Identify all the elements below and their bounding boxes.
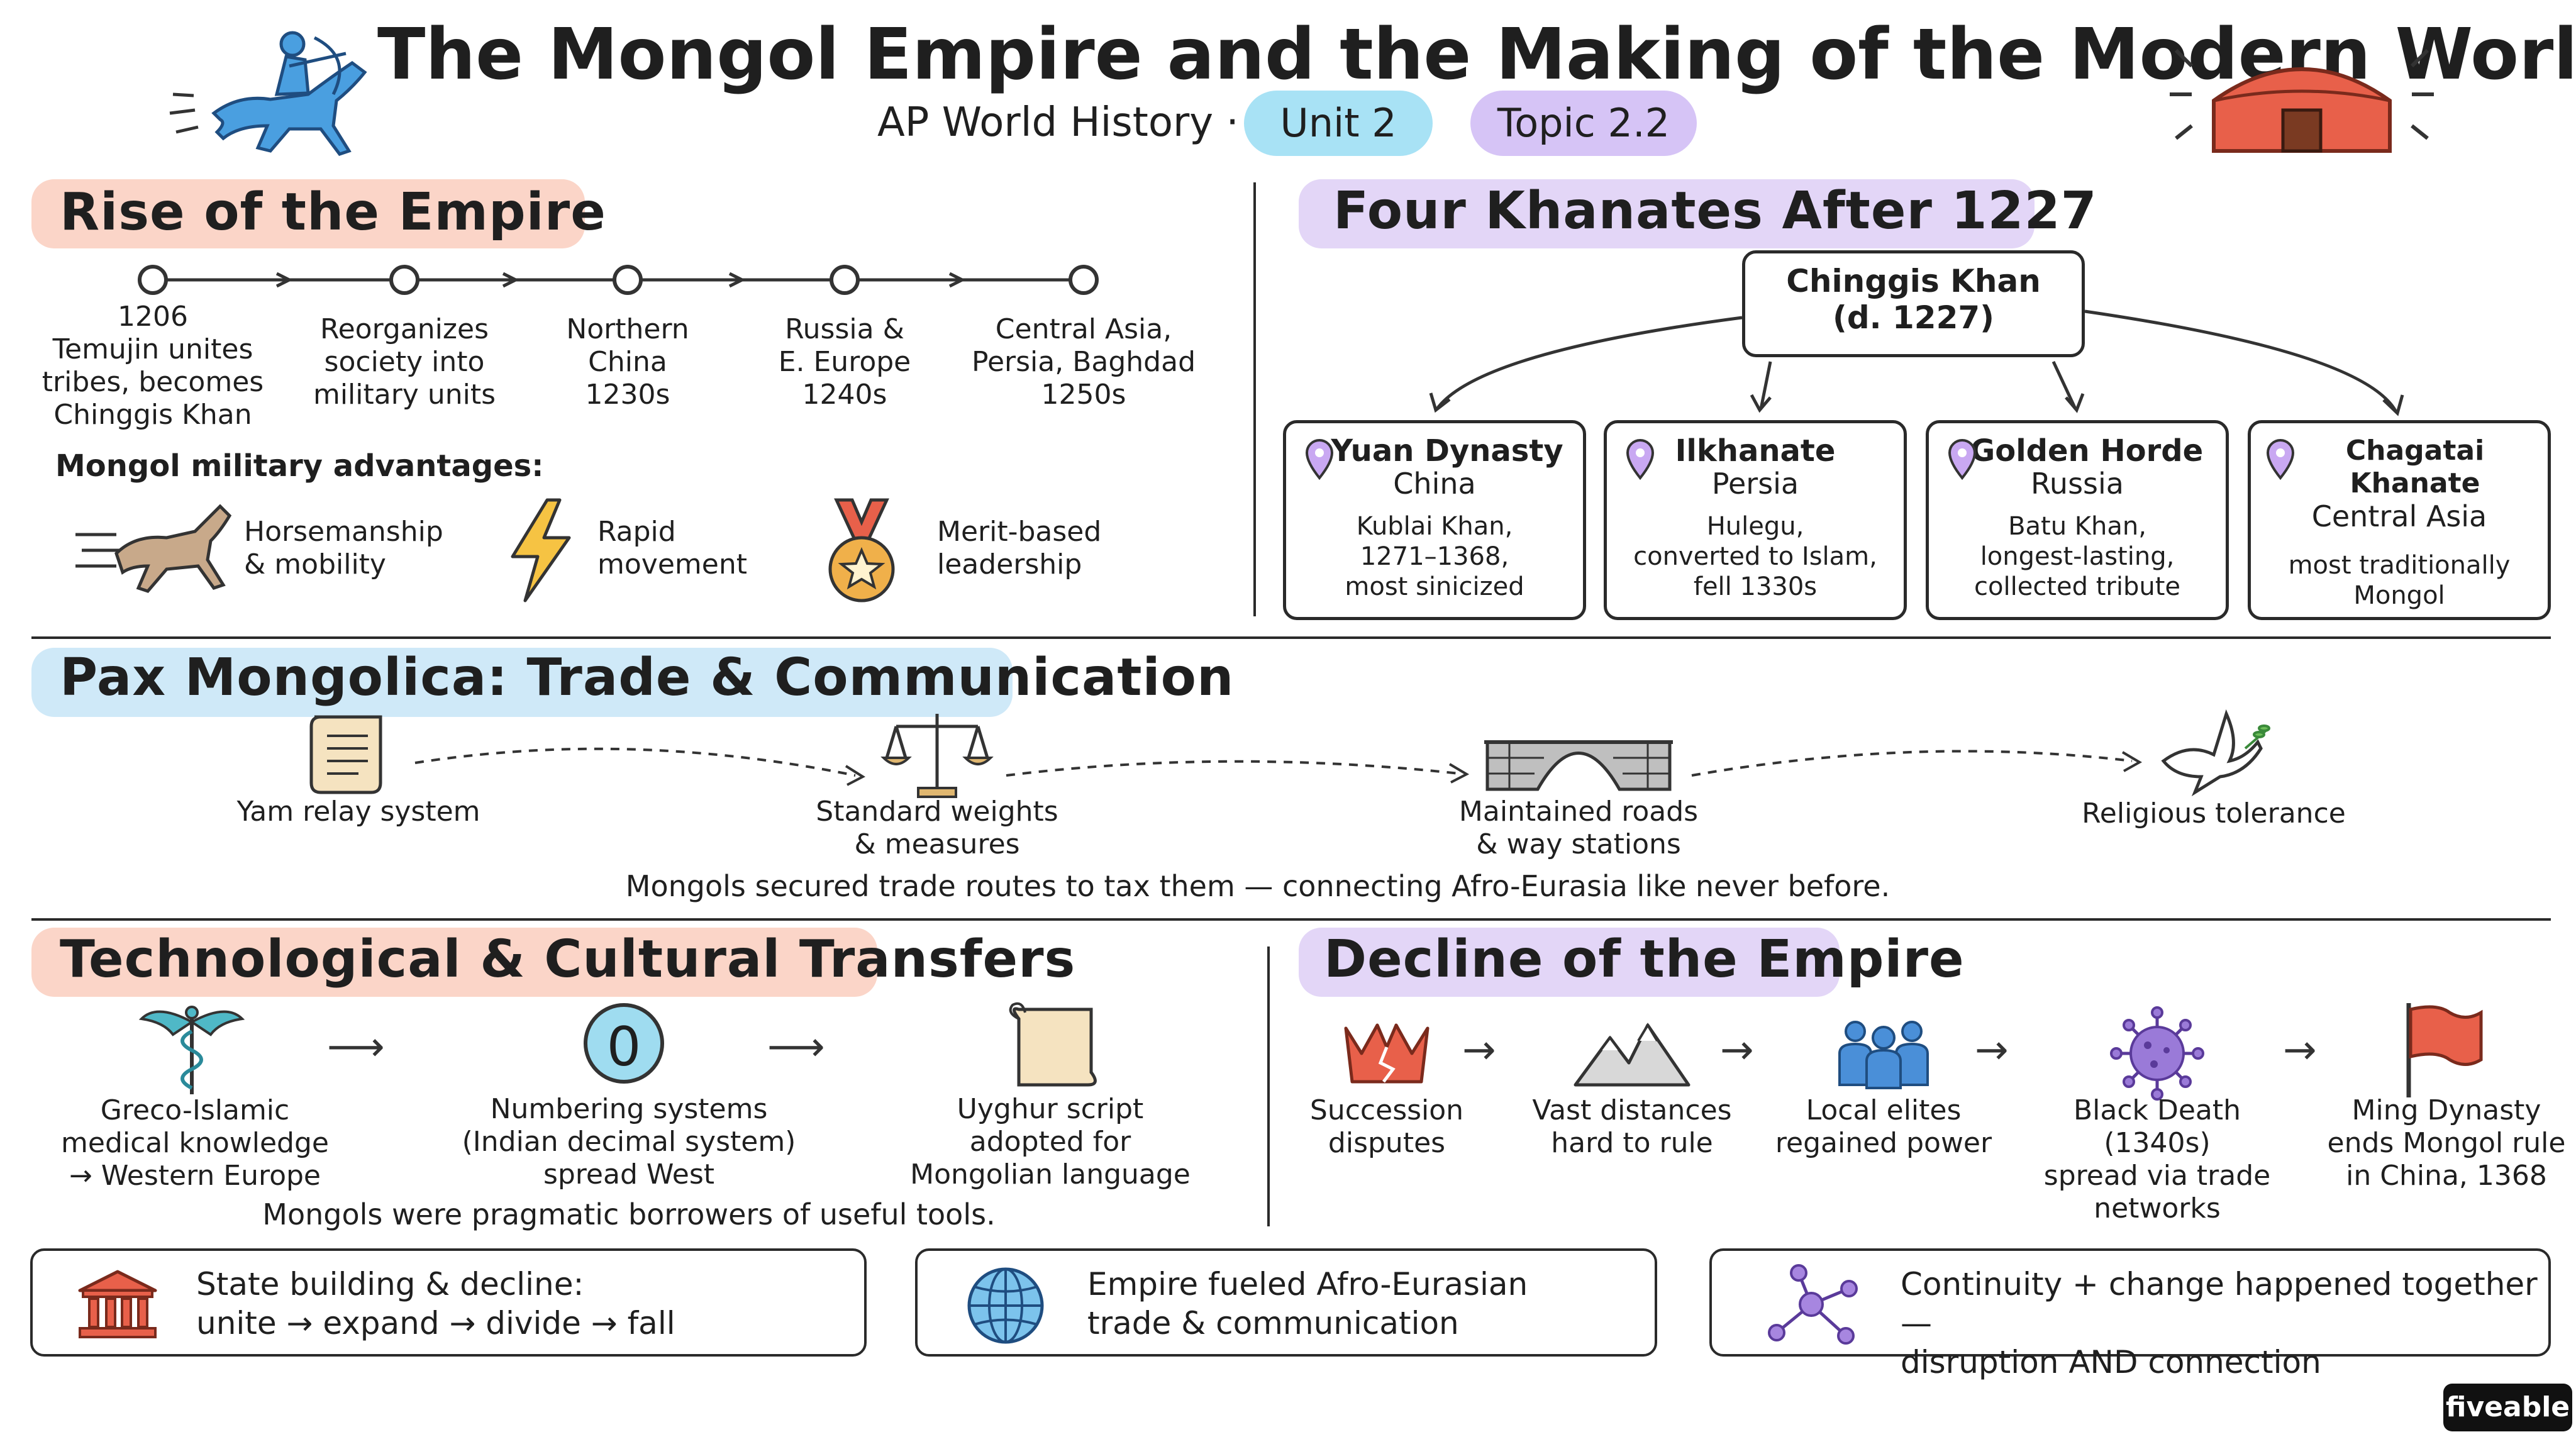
timeline-item: 1206 Temujin unites tribes, becomes Chin… — [42, 301, 264, 431]
virus-icon — [2110, 1006, 2204, 1101]
pax-section-title: Pax Mongolica: Trade & Communication — [60, 648, 1235, 708]
pax-item-label: Standard weights & measures — [816, 796, 1058, 860]
scroll-icon — [1009, 1002, 1097, 1087]
page-subtitle: AP World History · — [877, 99, 1239, 146]
government-building-icon — [78, 1270, 157, 1338]
timeline-item: Northern China 1230s — [566, 313, 689, 411]
pax-item-label: Maintained roads & way stations — [1458, 796, 1699, 860]
decline-arrow: → — [1975, 1027, 2009, 1074]
tech-arrow: ⟶ — [767, 1024, 825, 1070]
pax-caption: Mongols secured trade routes to tax them… — [625, 869, 1890, 903]
khanate-card-golden-horde: Golden Horde Russia Batu Khan, longest-l… — [1926, 420, 2229, 620]
location-pin-icon — [1626, 439, 1655, 480]
decline-item-label: Local elites regained power — [1775, 1094, 1992, 1159]
scales-icon — [880, 714, 994, 798]
khanates-section-title: Four Khanates After 1227 — [1333, 181, 2097, 241]
takeaway-box: Continuity + change happened together — … — [1709, 1248, 2551, 1380]
khanate-card-chagatai: Chagatai Khanate Central Asia most tradi… — [2248, 420, 2551, 620]
pax-item-label: Religious tolerance — [2082, 797, 2346, 830]
khanate-card-ilkhanate: Ilkhanate Persia Hulegu, converted to Is… — [1604, 420, 1907, 620]
takeaway-box: Empire fueled Afro-Eurasian trade & comm… — [915, 1248, 1657, 1357]
timeline-node — [138, 265, 168, 295]
tech-section-title: Technological & Cultural Transfers — [60, 930, 1076, 989]
decline-arrow: → — [2283, 1027, 2317, 1074]
medal-icon — [828, 498, 895, 602]
broken-crown-icon — [1344, 1023, 1430, 1084]
fiveable-logo: fiveable — [2443, 1384, 2572, 1431]
decline-arrow: → — [1462, 1027, 1496, 1074]
decline-item-label: Ming Dynasty ends Mongol rule in China, … — [2327, 1094, 2566, 1192]
pax-item-label: Yam relay system — [236, 796, 480, 828]
tech-arrow: ⟶ — [327, 1024, 385, 1070]
unit-badge: Unit 2 — [1244, 91, 1433, 156]
timeline-item: Reorganizes society into military units — [313, 313, 496, 411]
advantages-label: Mongol military advantages: — [55, 448, 544, 484]
location-pin-icon — [1305, 439, 1334, 480]
timeline-node — [1069, 265, 1099, 295]
location-pin-icon — [2266, 439, 2295, 480]
lightning-icon — [511, 498, 571, 602]
scroll-icon — [309, 715, 382, 794]
advantage-label: Horsemanship & mobility — [244, 516, 443, 580]
timeline-node — [613, 265, 643, 295]
chinggis-khan-box: Chinggis Khan (d. 1227) — [1742, 250, 2085, 357]
tech-item-label: Numbering systems (Indian decimal system… — [462, 1093, 796, 1191]
timeline-item: Russia & E. Europe 1240s — [778, 313, 911, 411]
decline-item-label: Succession disputes — [1309, 1094, 1464, 1159]
timeline-item: Central Asia, Persia, Baghdad 1250s — [972, 313, 1196, 411]
location-pin-icon — [1948, 439, 1977, 480]
tech-caption: Mongols were pragmatic borrowers of usef… — [262, 1197, 996, 1231]
advantage-label: Rapid movement — [597, 516, 747, 580]
decline-arrow: → — [1720, 1027, 1754, 1074]
zero-icon: 0 — [584, 1003, 664, 1084]
flag-icon — [2406, 1003, 2483, 1097]
network-icon — [1768, 1264, 1858, 1345]
rise-section-title: Rise of the Empire — [60, 182, 606, 242]
decline-item-label: Black Death (1340s) spread via trade net… — [2043, 1094, 2271, 1224]
decline-section-title: Decline of the Empire — [1324, 930, 1965, 989]
horse-icon — [75, 504, 232, 593]
dove-icon — [2161, 709, 2270, 797]
people-icon — [1838, 1021, 1929, 1089]
timeline-node — [389, 265, 419, 295]
khanate-card-yuan: Yuan Dynasty China Kublai Khan, 1271–136… — [1283, 420, 1586, 620]
takeaway-box: State building & decline: unite → expand… — [30, 1248, 867, 1357]
advantage-label: Merit-based leadership — [937, 516, 1102, 580]
caduceus-icon — [138, 1006, 245, 1094]
tech-item-label: Greco-Islamic medical knowledge → Wester… — [61, 1094, 329, 1192]
globe-icon — [967, 1267, 1044, 1344]
bridge-icon — [1484, 740, 1673, 791]
horse-archer-icon — [169, 31, 367, 156]
tech-item-label: Uyghur script adopted for Mongolian lang… — [910, 1093, 1191, 1191]
yurt-icon — [2170, 48, 2434, 153]
topic-badge: Topic 2.2 — [1470, 91, 1697, 156]
timeline-node — [830, 265, 860, 295]
decline-item-label: Vast distances hard to rule — [1532, 1094, 1732, 1159]
mountains-icon — [1574, 1023, 1690, 1087]
